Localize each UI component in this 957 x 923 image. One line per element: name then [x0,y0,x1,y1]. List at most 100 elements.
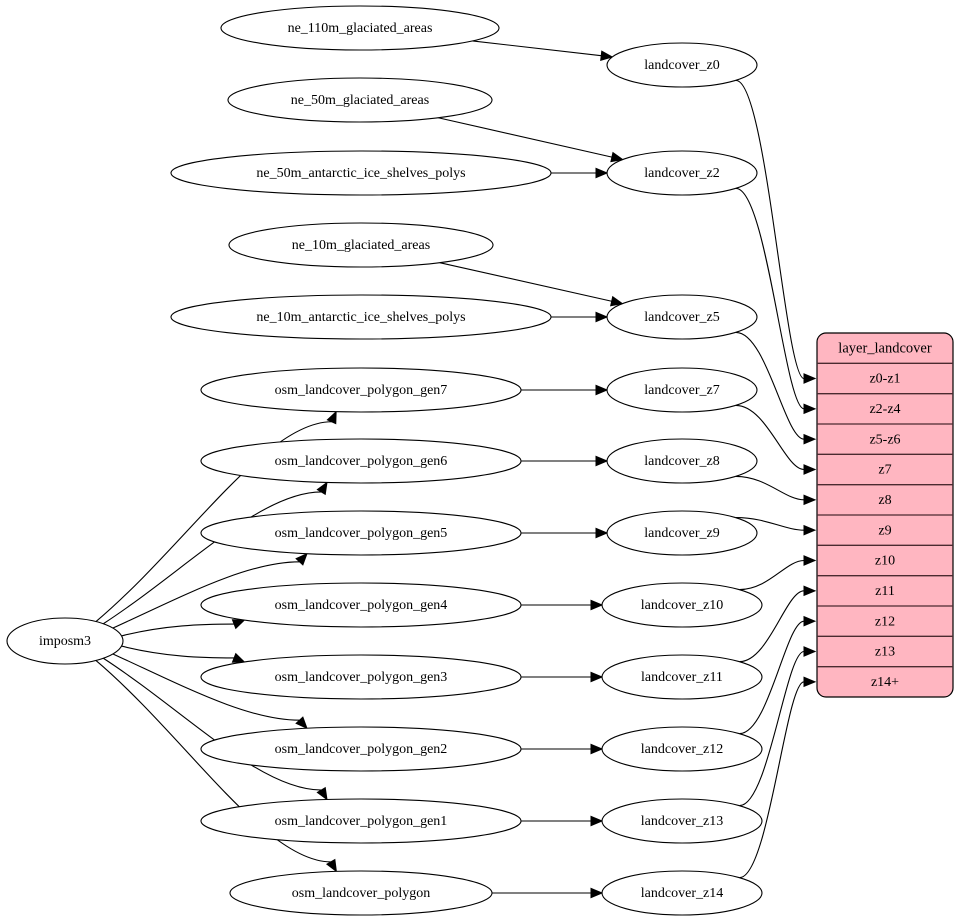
edge-line [739,681,805,879]
record-row-z0-z1[interactable] [817,363,953,393]
record-row-z11[interactable] [817,576,953,606]
edge-imposm3-to-osm_landcover_polygon [95,660,338,873]
node-shape-layer [606,438,758,484]
edge-ne_110m_glaciated_areas-to-landcover_z0 [472,40,614,61]
node-landcover_z13[interactable]: landcover_z13 [601,798,763,844]
node-osm_landcover_polygon_gen4[interactable]: osm_landcover_polygon_gen4 [200,582,522,628]
edge-arrowhead [803,646,817,657]
edge-arrowhead [590,743,604,755]
edge-line [739,650,805,807]
record-row-z7[interactable] [817,454,953,484]
edge-arrowhead [595,384,609,396]
node-ne_50m_antarctic_ice_shelves_polys[interactable]: ne_50m_antarctic_ice_shelves_polys [170,150,552,196]
node-landcover_z12[interactable]: landcover_z12 [601,726,763,772]
edge-osm_landcover_polygon_gen2-to-landcover_z12 [521,743,604,755]
node-landcover_z8[interactable]: landcover_z8 [606,438,758,484]
node-landcover_z5[interactable]: landcover_z5 [606,294,758,340]
edge-landcover_z7-to-layer_landcover-z7 [735,404,817,475]
edge-landcover_z11-to-layer_landcover-z11 [739,585,817,663]
record-node-layer-landcover[interactable]: layer_landcoverz0-z1z2-z4z5-z6z7z8z9z10z… [816,332,954,698]
edge-arrowhead [595,311,609,323]
edge-arrowhead [803,464,817,475]
edge-ne_10m_antarctic_ice_shelves_polys-to-landcover_z5 [551,311,609,323]
edge-line [739,620,805,735]
node-osm_landcover_polygon_gen1[interactable]: osm_landcover_polygon_gen1 [200,798,522,844]
record-row-z14+[interactable] [817,667,953,697]
nodes-layer: imposm3 ne_110m_glaciated_areas ne_50m_gla… [6,5,763,916]
edge-arrowhead [231,652,246,663]
node-shape-table [220,5,500,51]
edge-osm_landcover_polygon_gen7-to-landcover_z7 [521,384,609,396]
node-landcover_z9[interactable]: landcover_z9 [606,510,758,556]
edge-arrowhead [803,373,817,384]
node-shape-table [200,654,522,700]
edge-line [735,404,805,471]
node-ne_110m_glaciated_areas[interactable]: ne_110m_glaciated_areas [220,5,500,51]
edge-line [739,559,805,591]
edge-arrowhead [590,887,604,899]
edge-osm_landcover_polygon_gen6-to-landcover_z8 [521,455,609,467]
node-shape-table [200,367,522,413]
edge-imposm3-to-osm_landcover_polygon_gen7 [95,410,337,622]
edge-arrowhead [803,524,817,536]
node-osm_landcover_polygon_gen6[interactable]: osm_landcover_polygon_gen6 [200,438,522,484]
edge-landcover_z8-to-layer_landcover-z8 [735,475,817,506]
edge-line [95,421,332,622]
edge-landcover_z5-to-layer_landcover-z5-z6 [735,331,817,445]
record-row-z12[interactable] [817,606,953,636]
edge-line [735,517,805,531]
node-shape-layer [606,42,758,88]
edge-arrowhead [326,410,337,425]
node-osm_landcover_polygon_gen3[interactable]: osm_landcover_polygon_gen3 [200,654,522,700]
node-ne_10m_antarctic_ice_shelves_polys[interactable]: ne_10m_antarctic_ice_shelves_polys [170,294,552,340]
node-shape-table [200,798,522,844]
edge-line [735,331,805,440]
node-shape-source [6,617,124,665]
node-landcover_z11[interactable]: landcover_z11 [601,654,763,700]
edge-line [121,623,235,637]
record-row-z13[interactable] [817,636,953,666]
record-row-z9[interactable] [817,515,953,545]
edge-osm_landcover_polygon_gen5-to-landcover_z9 [521,527,609,539]
node-landcover_z10[interactable]: landcover_z10 [601,582,763,628]
edge-arrowhead [803,403,817,415]
edge-arrowhead [295,552,308,566]
node-shape-layer [601,870,763,916]
edge-arrowhead [316,786,328,801]
node-ne_50m_glaciated_areas[interactable]: ne_50m_glaciated_areas [227,77,493,123]
edges-layer [95,40,817,899]
record-row-z5-z6[interactable] [817,424,953,454]
node-landcover_z7[interactable]: landcover_z7 [606,367,758,413]
node-landcover_z14[interactable]: landcover_z14 [601,870,763,916]
node-shape-table [200,726,522,772]
edge-arrowhead [610,151,624,163]
node-shape-table [200,438,522,484]
record-row-z8[interactable] [817,485,953,515]
node-landcover_z0[interactable]: landcover_z0 [606,42,758,88]
edge-line [739,590,805,663]
node-osm_landcover_polygon_gen7[interactable]: osm_landcover_polygon_gen7 [200,367,522,413]
node-shape-table [227,77,493,123]
edge-line [438,117,613,158]
node-shape-layer [606,150,758,196]
node-imposm3[interactable]: imposm3 [6,617,124,665]
edge-arrowhead [803,433,817,445]
record-row-z2-z4[interactable] [817,394,953,424]
edge-arrowhead [803,555,817,566]
edge-line [472,40,602,57]
edge-line [121,645,235,659]
edge-arrowhead [590,599,604,611]
edge-arrowhead [600,50,614,61]
edge-osm_landcover_polygon_gen3-to-landcover_z11 [521,671,604,683]
record-row-z10[interactable] [817,545,953,575]
edge-landcover_z2-to-layer_landcover-z2-z4 [735,187,817,415]
node-osm_landcover_polygon_gen5[interactable]: osm_landcover_polygon_gen5 [200,510,522,556]
node-osm_landcover_polygon[interactable]: osm_landcover_polygon [229,870,493,916]
edge-landcover_z14-to-layer_landcover-z14+ [739,676,817,879]
edge-arrowhead [590,671,604,683]
node-ne_10m_glaciated_areas[interactable]: ne_10m_glaciated_areas [228,222,494,268]
node-shape-layer [606,510,758,556]
node-landcover_z2[interactable]: landcover_z2 [606,150,758,196]
node-osm_landcover_polygon_gen2[interactable]: osm_landcover_polygon_gen2 [200,726,522,772]
